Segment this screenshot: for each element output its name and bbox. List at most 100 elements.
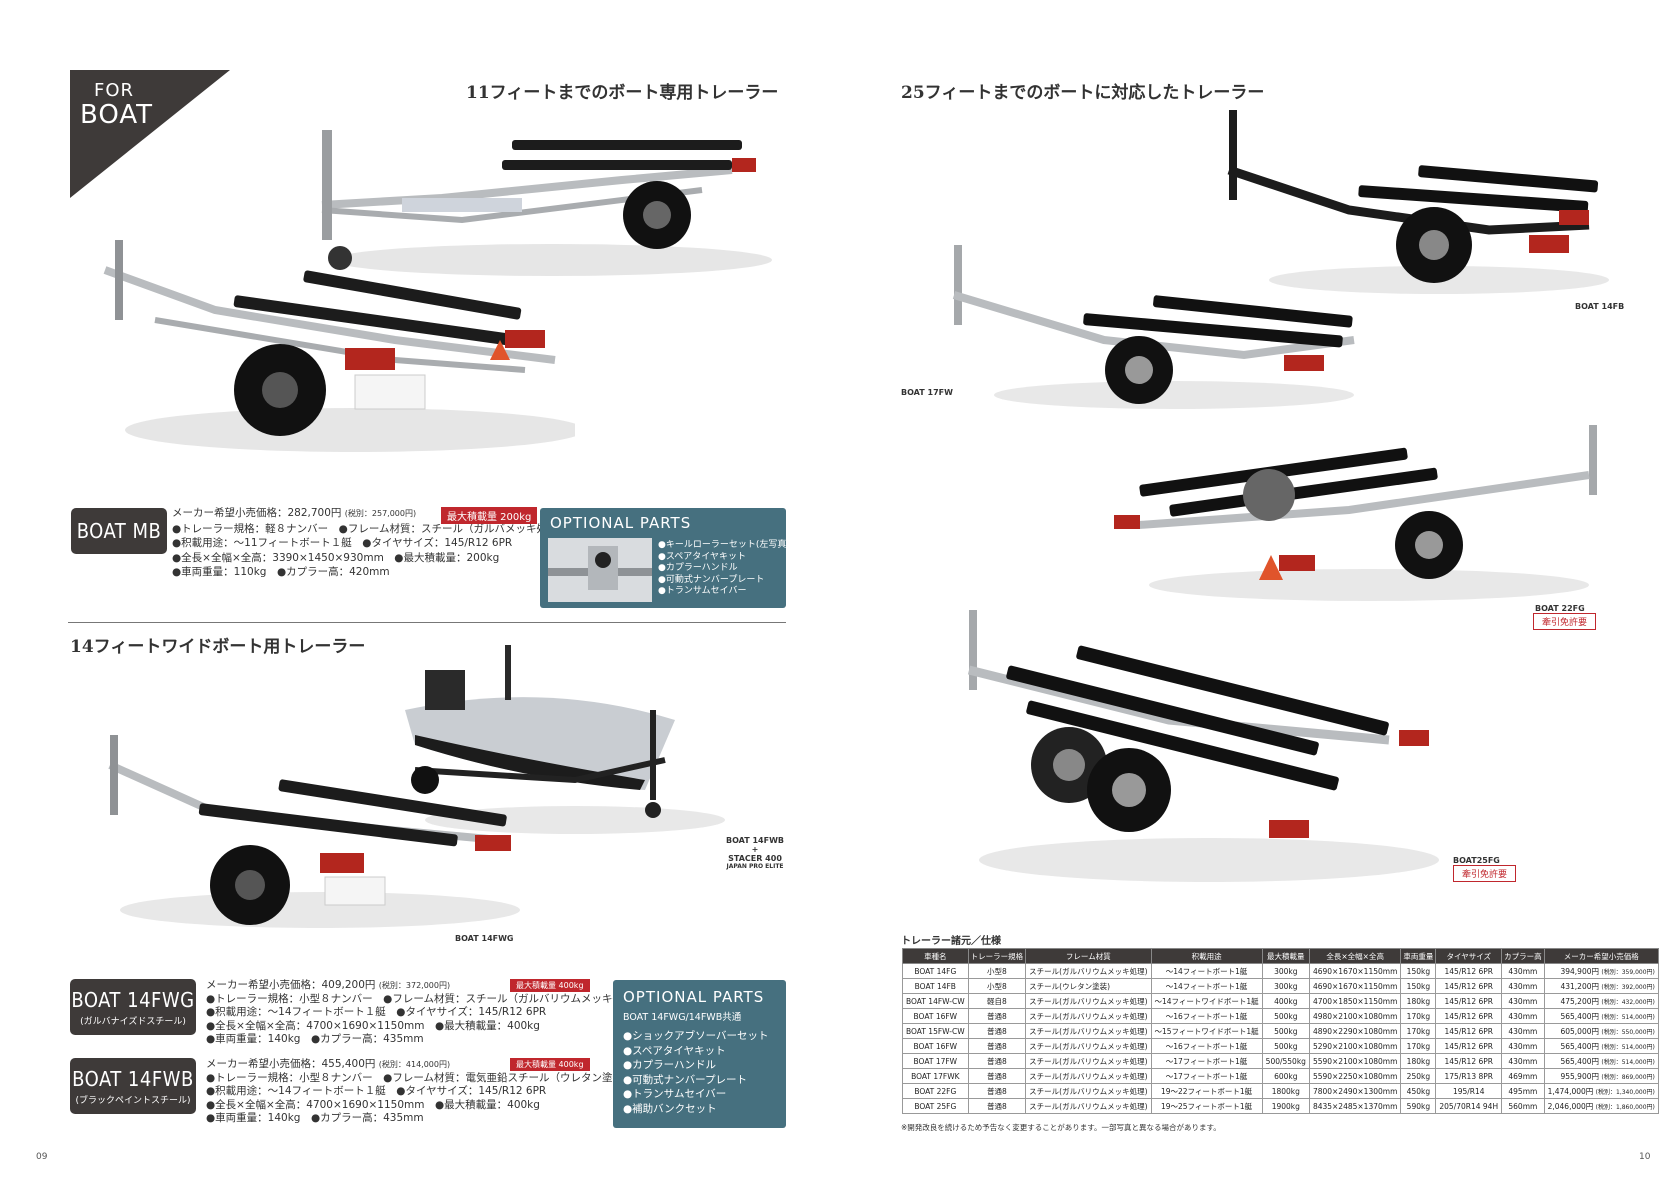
price-tax-excl: (税別：372,000円): [378, 981, 451, 990]
col-header: 全長×全幅×全高: [1308, 948, 1402, 964]
caption-14fwg: BOAT 14FWG: [455, 934, 514, 943]
table-cell: 4980×2100×1080mm: [1308, 1008, 1402, 1024]
caption-17fw: BOAT 17FW: [901, 388, 953, 397]
col-header: メーカー希望小売価格: [1543, 948, 1659, 964]
table-cell: 普通8: [967, 1023, 1027, 1039]
optional-part-item: ●スペアタイヤキット: [658, 551, 746, 562]
table-cell: 430mm: [1501, 993, 1545, 1009]
table-cell: 19～22フィートボート1艇: [1150, 1083, 1263, 1099]
table-cell: 500kg: [1261, 1038, 1310, 1054]
price-tax-excl: (税別：432,000円): [1601, 998, 1655, 1006]
spec-table-title: トレーラー諸元／仕様: [901, 936, 1001, 947]
model-sub: (ブラックペイントスチール): [75, 1095, 191, 1106]
table-cell: 普通8: [967, 1038, 1027, 1054]
caption-14fb: BOAT 14FB: [1575, 302, 1625, 311]
optional-part-item: ●カプラーハンドル: [658, 563, 738, 573]
trailer-photo-14fb: [1189, 110, 1609, 300]
price-label: メーカー希望小売価格：: [172, 507, 288, 519]
table-cell: 590kg: [1400, 1098, 1437, 1114]
price: 565,400円: [1560, 1011, 1599, 1021]
table-cell: 400kg: [1261, 993, 1310, 1009]
spec-table-note: ※開発改良を続けるため予告なく変更することがあります。一部写真と異なる場合があり…: [901, 1123, 1221, 1132]
price: 394,900円: [1560, 966, 1599, 976]
model-name: BOAT MB: [76, 519, 162, 543]
optional-part-item: ●可動式ナンバープレート: [623, 1073, 748, 1086]
heading-11ft: 11フィートまでのボート専用トレーラー: [466, 83, 779, 103]
optional-part-item: ●スペアタイヤキット: [623, 1044, 726, 1057]
table-cell: 145/R12 6PR: [1435, 963, 1503, 979]
table-cell: スチール(ガルバリウムメッキ処理): [1025, 1008, 1152, 1024]
trailer-photo-14fwg: [90, 735, 520, 935]
optional-part-item: ●ショックアブソーバーセット: [623, 1030, 769, 1042]
price-cell: 605,000円 (税別：550,000円): [1543, 1023, 1659, 1039]
heading-14ft-wide: 14フィートワイドボート用トレーラー: [70, 637, 366, 657]
table-cell: スチール(ガルバリウムメッキ処理): [1025, 1098, 1152, 1114]
price: 565,400円: [1560, 1056, 1599, 1066]
optional-parts-list: ●ショックアブソーバーセット ●スペアタイヤキット ●カプラーハンドル ●可動式…: [623, 1029, 776, 1116]
table-cell: ～17フィートボート1艇: [1150, 1053, 1263, 1069]
price-tax-excl: (税別：414,000円): [378, 1060, 451, 1069]
price-label: メーカー希望小売価格：: [206, 979, 322, 991]
optional-parts-panel-top: OPTIONAL PARTS ●キールローラーセット(左写真) ●スペアタイヤキ…: [540, 508, 790, 608]
price-cell: 565,400円 (税別：514,000円): [1543, 1008, 1659, 1024]
price-tax-excl: (税別：869,000円): [1601, 1073, 1655, 1081]
table-cell: 450kg: [1400, 1083, 1437, 1099]
price-tax-excl: (税別：514,000円): [1601, 1058, 1655, 1066]
table-cell: 500kg: [1261, 1008, 1310, 1024]
table-cell: 普通8: [967, 1068, 1027, 1084]
table-cell: 469mm: [1501, 1068, 1545, 1084]
caption-line: STACER 400: [728, 854, 782, 864]
table-cell: スチール(ウレタン塗装): [1025, 978, 1152, 994]
price-line: メーカー希望小売価格：282,700円 (税別：257,000円): [172, 506, 568, 522]
table-cell: BOAT 14FW-CW: [902, 993, 969, 1009]
price: 282,700円: [287, 507, 342, 519]
table-cell: スチール(ガルバリウムメッキ処理): [1025, 1083, 1152, 1099]
price-cell: 565,400円 (税別：514,000円): [1543, 1053, 1659, 1069]
model-box-boat-mb: BOAT MB: [71, 508, 167, 554]
optional-parts-title: OPTIONAL PARTS: [623, 988, 765, 1006]
table-cell: 430mm: [1501, 978, 1545, 994]
table-cell: 430mm: [1501, 1023, 1545, 1039]
table-cell: 4890×2290×1080mm: [1308, 1023, 1402, 1039]
model-name: BOAT 14FWG: [71, 987, 195, 1012]
page-number-right: 10: [1639, 1152, 1651, 1162]
table-cell: 5590×2100×1080mm: [1308, 1053, 1402, 1069]
spec-line: ●車両重量：140kg ●カプラー高：435mm: [206, 1112, 424, 1124]
table-cell: 300kg: [1261, 978, 1310, 994]
table-cell: ～16フィートボート1艇: [1150, 1038, 1263, 1054]
col-header: 积載用途: [1150, 948, 1263, 964]
table-cell: ～15フィートワイドボート1艇: [1150, 1023, 1263, 1039]
price: 605,000円: [1560, 1026, 1599, 1036]
table-cell: 5590×2250×1080mm: [1308, 1068, 1402, 1084]
price-line: メーカー希望小売価格：455,400円 (税別：414,000円): [206, 1058, 634, 1072]
table-cell: 19～25フィートボート1艇: [1150, 1098, 1263, 1114]
table-cell: BOAT 22FG: [902, 1083, 969, 1099]
table-cell: 170kg: [1400, 1038, 1437, 1054]
table-cell: 175/R13 8PR: [1435, 1068, 1503, 1084]
spec-line: ●トレーラー規格：軽８ナンバー ●フレーム材質：スチール（ガルバメッキ処理）: [172, 522, 569, 535]
heading-25ft: 25フィートまでのボートに対応したトレーラー: [901, 83, 1265, 103]
price-label: メーカー希望小売価格：: [206, 1058, 322, 1070]
caption-line: JAPAN PRO ELITE: [726, 862, 784, 870]
price-tax-excl: (税別：550,000円): [1601, 1028, 1655, 1036]
optional-parts-subtitle: BOAT 14FWG/14FWB共通: [623, 1012, 742, 1023]
table-cell: BOAT 16FW: [902, 1008, 969, 1024]
col-header: 車両重量: [1400, 948, 1437, 964]
price: 475,200円: [1560, 996, 1599, 1006]
optional-part-item: ●トランサムセイバー: [623, 1088, 727, 1100]
optional-part-item: ●補助バンクセット: [623, 1102, 717, 1115]
table-cell: 170kg: [1400, 1023, 1437, 1039]
table-cell: BOAT 25FG: [902, 1098, 969, 1114]
table-cell: 145/R12 6PR: [1435, 993, 1503, 1009]
table-cell: 5290×2100×1080mm: [1308, 1038, 1402, 1054]
table-cell: 430mm: [1501, 1038, 1545, 1054]
badge-shape: [70, 70, 230, 198]
optional-part-item: ●可動式ナンバープレート: [658, 574, 765, 585]
price: 1,474,000円: [1547, 1086, 1594, 1096]
max-load-badge-14fwb: 最大積載量 400kg: [510, 1058, 590, 1071]
spec-line: ●全長×全幅×全高：4700×1690×1150mm ●最大積載量：400kg: [206, 1098, 540, 1111]
